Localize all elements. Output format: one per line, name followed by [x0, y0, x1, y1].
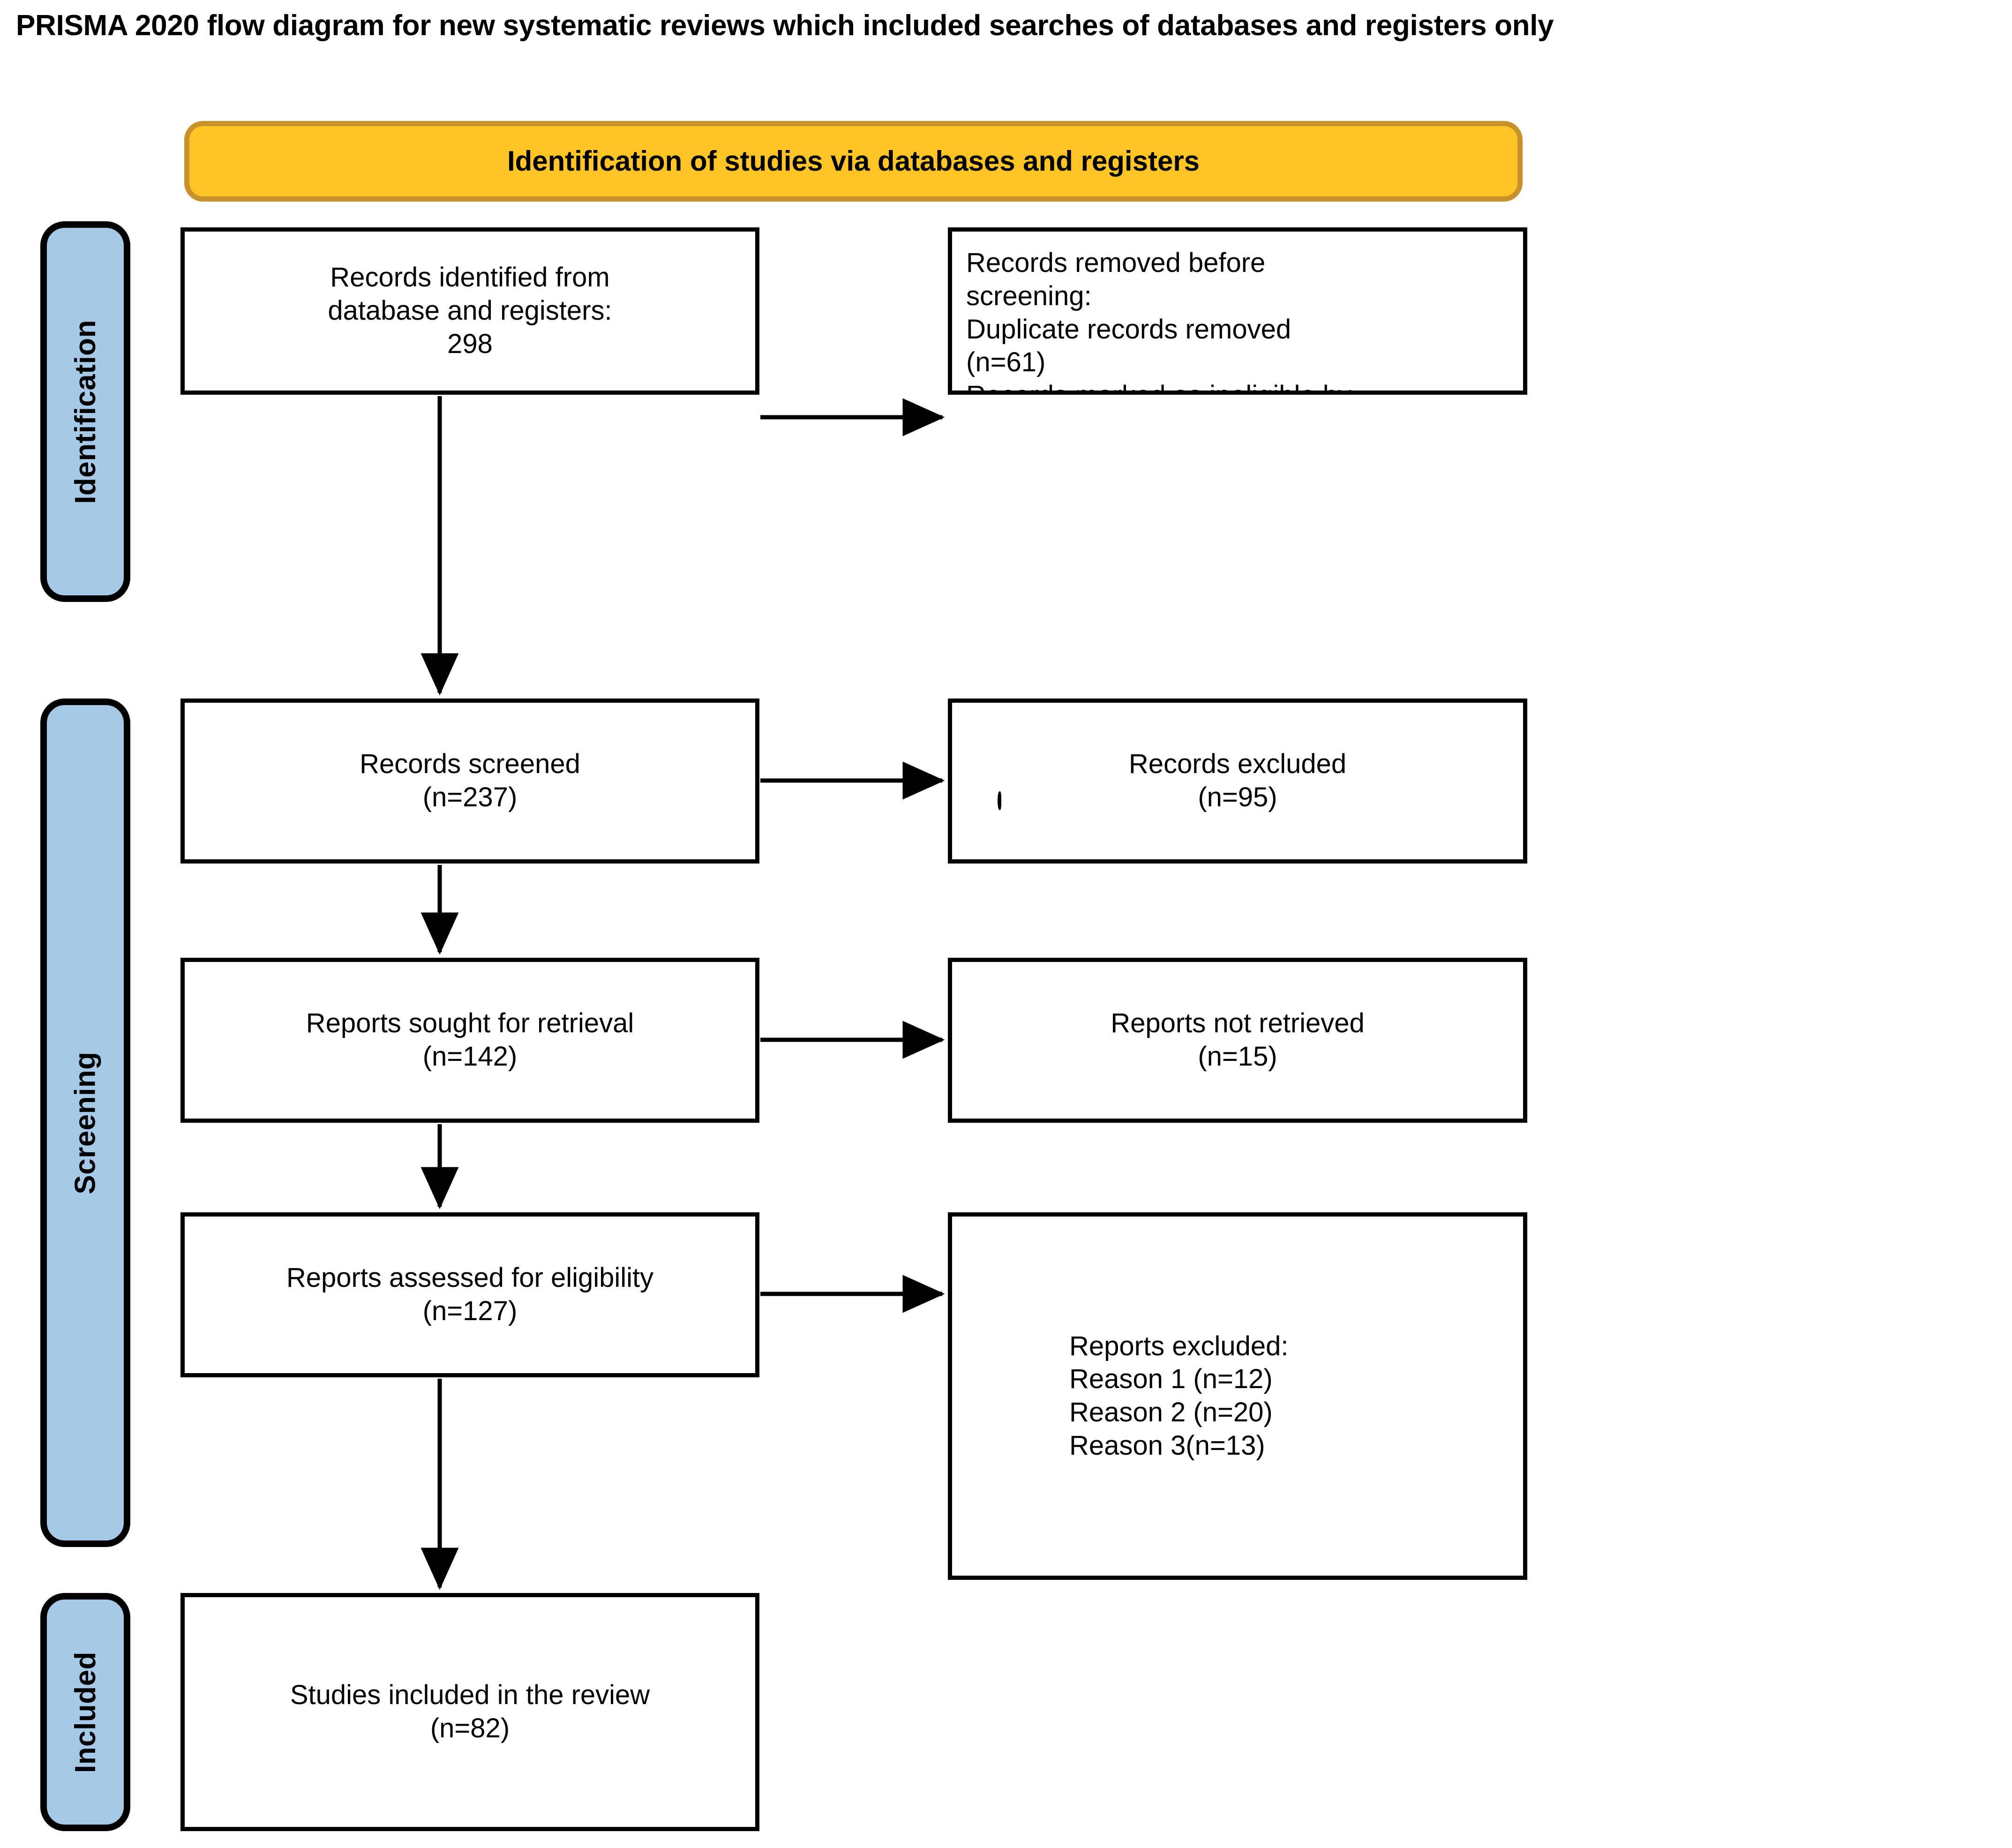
box-reports-sought-for-retrieval: Reports sought for retrieval (n=142) [180, 958, 759, 1123]
stage-label-included: Included [69, 1651, 102, 1773]
box-reports-excluded-text: Reports excluded: Reason 1 (n=12) Reason… [1069, 1330, 1289, 1461]
box-studies-included-in-review: Studies included in the review (n=82) [180, 1593, 759, 1831]
stage-pill-identification: Identification [40, 221, 130, 602]
box-records-removed-before-screening-text: Records removed before screening: Duplic… [966, 248, 1351, 391]
box-studies-included-in-review-text: Studies included in the review (n=82) [290, 1680, 650, 1743]
box-reports-not-retrieved-text: Reports not retrieved (n=15) [1111, 1008, 1365, 1072]
box-records-identified-text: Records identified from database and reg… [328, 262, 612, 359]
box-records-screened: Records screened (n=237) [180, 699, 759, 864]
stage-label-identification: Identification [69, 319, 102, 504]
box-records-screened-text: Records screened (n=237) [360, 749, 580, 812]
box-reports-sought-for-retrieval-text: Reports sought for retrieval (n=142) [306, 1008, 634, 1072]
box-records-excluded-text: Records excluded (n=95) [1128, 749, 1347, 812]
page-title: PRISMA 2020 flow diagram for new systema… [16, 9, 1554, 42]
stage-pill-screening: Screening [40, 699, 130, 1547]
stage-label-screening: Screening [69, 1051, 102, 1194]
box-reports-assessed-for-eligibility-text: Reports assessed for eligibility (n=127) [286, 1262, 654, 1326]
identification-banner-label: Identification of studies via databases … [507, 145, 1200, 177]
box-reports-excluded: Reports excluded: Reason 1 (n=12) Reason… [948, 1212, 1527, 1580]
stray-ink-artifact [998, 791, 1001, 810]
box-records-removed-before-screening: Records removed before screening: Duplic… [948, 227, 1527, 395]
box-reports-not-retrieved: Reports not retrieved (n=15) [948, 958, 1527, 1123]
box-records-excluded: Records excluded (n=95) [948, 699, 1527, 864]
box-records-identified: Records identified from database and reg… [180, 227, 759, 395]
box-reports-assessed-for-eligibility: Reports assessed for eligibility (n=127) [180, 1212, 759, 1377]
stage-pill-included: Included [40, 1593, 130, 1831]
identification-banner: Identification of studies via databases … [184, 121, 1523, 202]
